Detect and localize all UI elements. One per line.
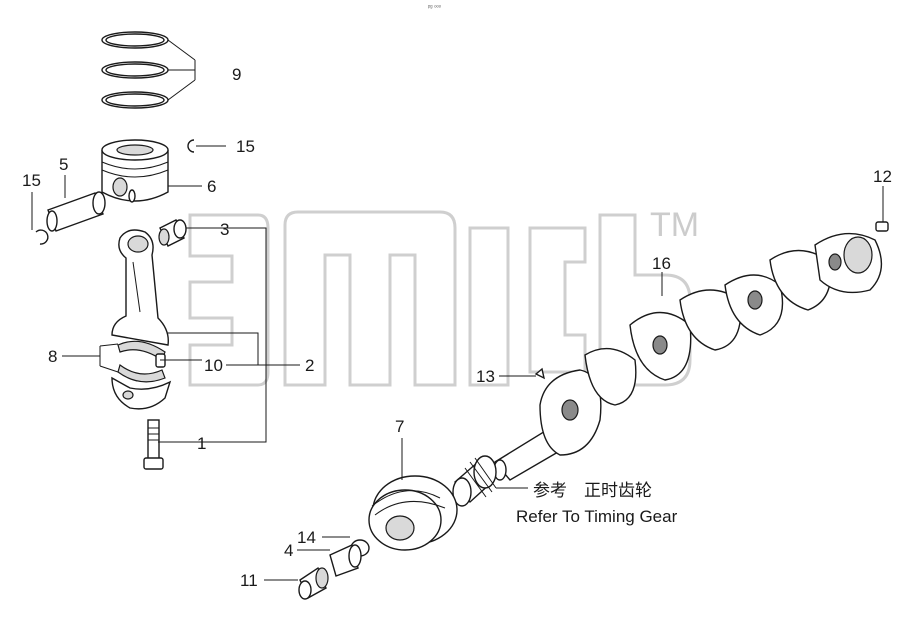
sleeve <box>329 544 362 577</box>
rod-cap <box>111 376 172 410</box>
callout-12: 12 <box>873 167 892 186</box>
connecting-rod <box>111 229 169 346</box>
callout-3: 3 <box>220 220 229 239</box>
callout-16: 16 <box>652 254 671 273</box>
nut <box>298 566 329 600</box>
plug <box>875 221 889 232</box>
piston-pin <box>46 191 106 232</box>
crank-pulley <box>368 475 458 551</box>
callout-8: 8 <box>48 347 57 366</box>
woodruff-key <box>534 367 546 380</box>
piston <box>101 139 169 203</box>
note-chinese: 参考 正时齿轮 <box>533 481 652 500</box>
note-english: Refer To Timing Gear <box>516 507 678 526</box>
callout-2: 2 <box>305 356 314 375</box>
callout-11: 11 <box>240 571 258 590</box>
header-mark: ᵖᵍ ᵒᵒᵒ <box>428 5 442 11</box>
watermark-trademark: TM <box>650 206 699 244</box>
piston-rings <box>101 31 169 109</box>
crankshaft <box>493 232 883 481</box>
callout-14: 14 <box>297 528 316 547</box>
callout-15-left: 15 <box>22 171 41 190</box>
circlip-right <box>187 139 195 153</box>
leader-lines <box>31 39 884 581</box>
callout-6: 6 <box>207 177 216 196</box>
circlip-left <box>35 229 49 245</box>
callout-1: 1 <box>197 434 206 453</box>
callout-15-right: 15 <box>236 137 255 156</box>
callout-10: 10 <box>204 356 223 375</box>
small-end-bushing <box>158 219 187 247</box>
callout-5: 5 <box>59 155 68 174</box>
callout-4: 4 <box>284 541 293 560</box>
callout-7: 7 <box>395 417 404 436</box>
callout-labels: 1 2 3 4 5 6 7 8 9 10 11 12 13 14 15 15 1… <box>22 65 892 590</box>
timing-gear <box>452 455 497 507</box>
callout-13: 13 <box>476 367 495 386</box>
rod-bolt <box>143 419 164 470</box>
callout-9: 9 <box>232 65 241 84</box>
